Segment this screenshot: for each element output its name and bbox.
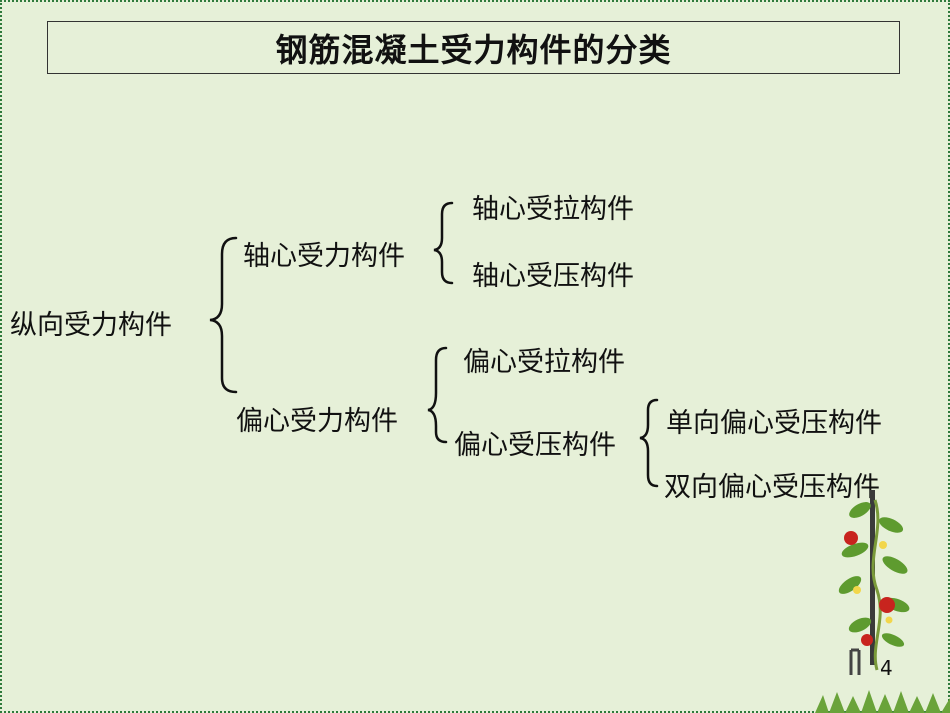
uniaxial-eccentric-compression-node: 单向偏心受压构件 — [666, 408, 882, 439]
page-number: 4 — [880, 656, 893, 680]
title-text: 钢筋混凝土受力构件的分类 — [275, 30, 672, 69]
slide-title: 钢筋混凝土受力构件的分类 — [47, 21, 900, 74]
bracket-eccentric — [427, 346, 448, 444]
axial-compression-node: 轴心受压构件 — [472, 261, 634, 292]
bracket-axial — [433, 201, 454, 285]
tomato-plant-icon — [815, 490, 950, 713]
root-node: 纵向受力构件 — [10, 310, 172, 341]
bracket-root — [209, 236, 238, 394]
axial-tension-node: 轴心受拉构件 — [472, 194, 634, 225]
eccentric-compression-node: 偏心受压构件 — [454, 430, 616, 461]
eccentric-tension-node: 偏心受拉构件 — [463, 347, 625, 378]
axial-node: 轴心受力构件 — [243, 241, 405, 272]
bracket-compression — [639, 398, 659, 488]
biaxial-eccentric-compression-node: 双向偏心受压构件 — [664, 472, 880, 503]
eccentric-node: 偏心受力构件 — [236, 406, 398, 437]
